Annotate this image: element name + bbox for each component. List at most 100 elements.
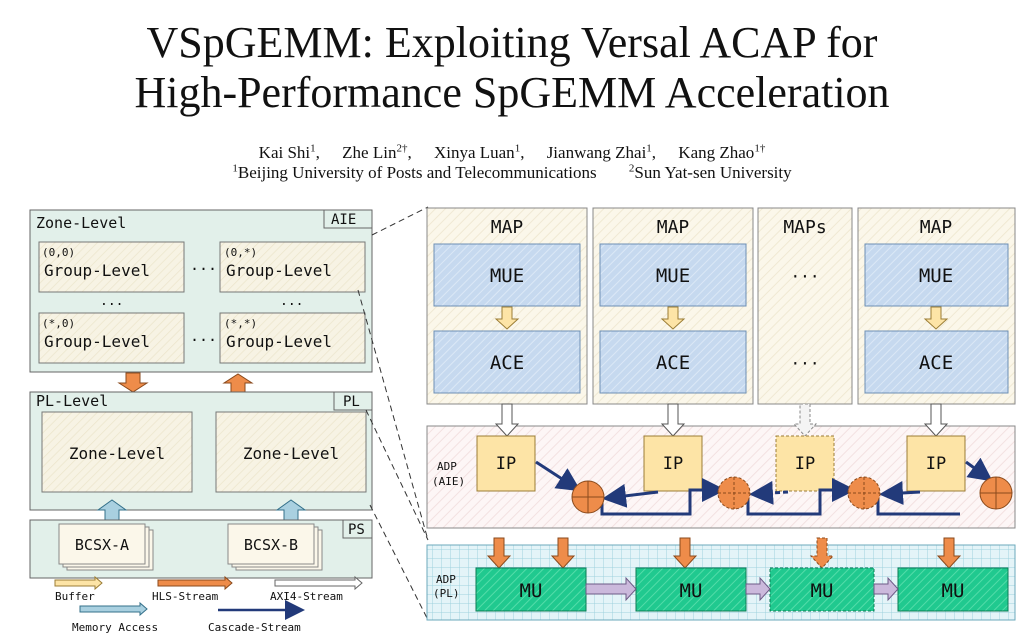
ip-label: IP [663,454,683,474]
hls-stream-arrow [486,537,512,569]
adder-node-icon [847,476,881,510]
buffer-arrow [660,306,686,330]
author: Jianwang Zhai1, [546,142,657,162]
memory-access-arrow [96,499,128,521]
hls-stream-arrow [672,537,698,569]
ip-label: IP [496,454,516,474]
group-coord: (*,0) [42,317,75,330]
maps-ellipsis: ··· [791,354,820,373]
axi4-stream-arrow [923,403,949,437]
buffer-arrow [494,306,520,330]
ps-tag-box [342,519,373,539]
bcsx-a-label: BCSX-A [75,536,129,554]
group-coord: (*,*) [224,317,257,330]
hls-stream-arrow [936,537,962,569]
axi4-stream-arrow [660,403,686,437]
pl-tag-box [333,391,373,411]
paper-title-line-2: High-Performance SpGEMM Acceleration [134,68,890,117]
group-label: Group-Level [226,261,332,280]
vertical-ellipsis: ... [100,294,123,309]
cascade-stream-arrow [879,480,921,505]
author-list: Kai Shi1, Zhe Lin2†, Xinya Luan1, Jianwa… [0,142,1024,163]
mu-chain-arrow [585,576,637,602]
cascade-stream-arrow-dashed [749,480,789,505]
buffer-legend-arrow [54,575,103,591]
ip-block [906,435,966,492]
axi4-stream-arrow-dashed [792,403,818,437]
vertical-ellipsis: ... [280,294,303,309]
map-title: MAP [920,217,953,238]
mu-chain-arrow [745,576,771,602]
zoom-line [357,289,429,541]
cascade-stream-arrow [965,457,993,482]
map-title: MAP [657,217,690,238]
zone-level-box [215,411,367,493]
ip-block-dashed [775,435,835,492]
legend-buffer: Buffer [55,590,95,603]
cascade-stream-arrow [535,460,582,492]
ip-label: IP [795,454,815,474]
bcsx-b-box [227,523,315,565]
hls-stream-arrow [550,537,576,569]
ip-block [476,435,536,492]
paper-title-line-1: VSpGEMM: Exploiting Versal ACAP for [146,18,878,67]
author: Kang Zhao1† [678,142,766,162]
memory-access-arrow [275,499,307,521]
zone-level-title: Zone-Level [36,214,126,232]
ace-label: ACE [919,352,953,374]
axi4-stream-legend-arrow [274,575,363,591]
group-level-box [219,312,366,364]
zone-level-label: Zone-Level [69,444,165,463]
group-level-box [38,312,185,364]
mu-block-dashed [769,567,875,612]
mue-block [599,243,747,307]
legend-memory-access: Memory Access [72,621,158,634]
group-label: Group-Level [44,261,150,280]
zoom-line [371,206,429,236]
mue-label: MUE [656,265,690,287]
author: Xinya Luan1, [433,142,525,162]
mu-label: MU [942,580,965,602]
legend-axi4-stream: AXI4-Stream [270,590,343,603]
horizontal-ellipsis: ··· [190,331,217,349]
mue-block [433,243,581,307]
ps-tag: PS [348,522,365,538]
mu-label: MU [811,580,834,602]
adder-node-icon [979,476,1013,510]
adp-pl-label: ADP [436,573,456,586]
cascade-stream-arrow [600,478,726,516]
ip-label: IP [926,454,946,474]
group-coord: (0,*) [224,246,257,259]
adder-node-icon [717,476,751,510]
cascade-stream-arrow [602,483,659,508]
hls-stream-arrow-dashed [809,537,835,569]
mue-block [864,243,1009,307]
pl-level-title: PL-Level [36,392,108,410]
author: Kai Shi1, [258,142,320,162]
axi4-stream-arrow [494,403,520,437]
ip-block [643,435,703,492]
zone-level-label: Zone-Level [243,444,339,463]
mue-label: MUE [490,265,524,287]
bcsx-b-label: BCSX-B [244,536,298,554]
memory-access-legend-arrow [79,601,148,617]
maps-title: MAPs [783,217,826,238]
pl-tag: PL [343,394,360,410]
mue-label: MUE [919,265,953,287]
mu-chain-arrow [873,576,899,602]
author: Zhe Lin2†, [342,142,412,162]
adder-node-icon [571,480,605,514]
aie-tag: AIE [331,212,356,228]
hls-stream-up-arrow [222,373,254,393]
group-label: Group-Level [226,332,332,351]
mu-label: MU [680,580,703,602]
group-level-box [219,241,366,293]
group-level-box [38,241,185,293]
horizontal-ellipsis: ··· [190,260,217,278]
affiliation: 2Sun Yat-sen University [628,162,792,182]
adp-pl-label: (PL) [433,587,460,600]
ace-block [599,330,747,394]
map-title: MAP [491,217,524,238]
mu-label: MU [520,580,543,602]
